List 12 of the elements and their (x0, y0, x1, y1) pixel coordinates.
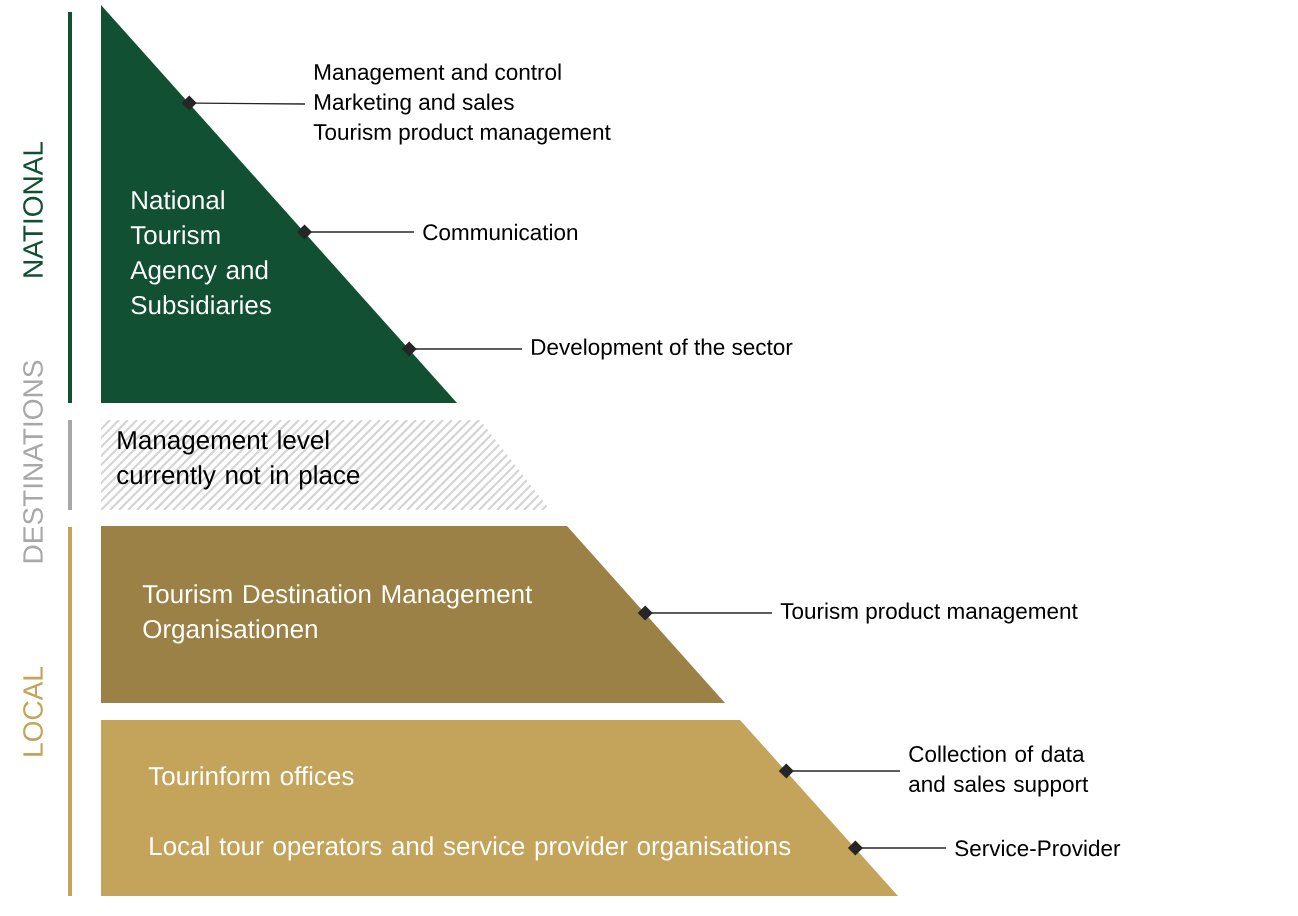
level-label: LOCAL (23, 667, 43, 756)
level-label: NATIONAL (23, 141, 43, 277)
function-label: Collection of data and sales support (909, 745, 1089, 797)
leader-line (297, 224, 415, 240)
function-label: Service-Provider (955, 839, 1121, 857)
pyramid-tier: Tourinform offices Local tour operators and service provider organisations (101, 720, 898, 896)
leader-line (181, 95, 306, 111)
pyramid-tier: Management level currently not in place (101, 420, 550, 510)
function-label: Development of the sector (532, 338, 793, 360)
pyramid-tier: Tourism Destination Management Organisationen (101, 526, 725, 703)
level-label: DESTINATIONS (23, 360, 43, 563)
function-label: Tourism product management (780, 602, 1078, 624)
